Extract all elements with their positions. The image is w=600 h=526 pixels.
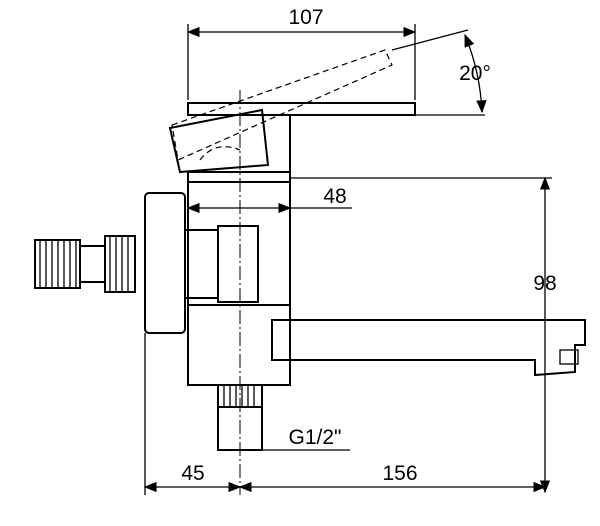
svg-text:20°: 20°: [459, 62, 491, 85]
valve-body: [187, 171, 291, 386]
dimension-98: 98: [290, 176, 557, 494]
wall-connector: [34, 192, 259, 334]
spout: [271, 319, 586, 377]
svg-text:48: 48: [323, 185, 346, 208]
svg-text:156: 156: [382, 462, 417, 485]
svg-text:G1/2": G1/2": [289, 426, 342, 449]
outlet-thread: G1/2": [217, 384, 350, 451]
svg-text:107: 107: [288, 6, 323, 29]
svg-text:98: 98: [533, 272, 556, 295]
handle: 20°: [168, 29, 491, 174]
dimension-45-156: 45 156: [143, 333, 547, 495]
svg-text:45: 45: [181, 462, 204, 485]
dimension-107: 107: [186, 6, 417, 100]
dimension-48: 48: [186, 185, 352, 214]
